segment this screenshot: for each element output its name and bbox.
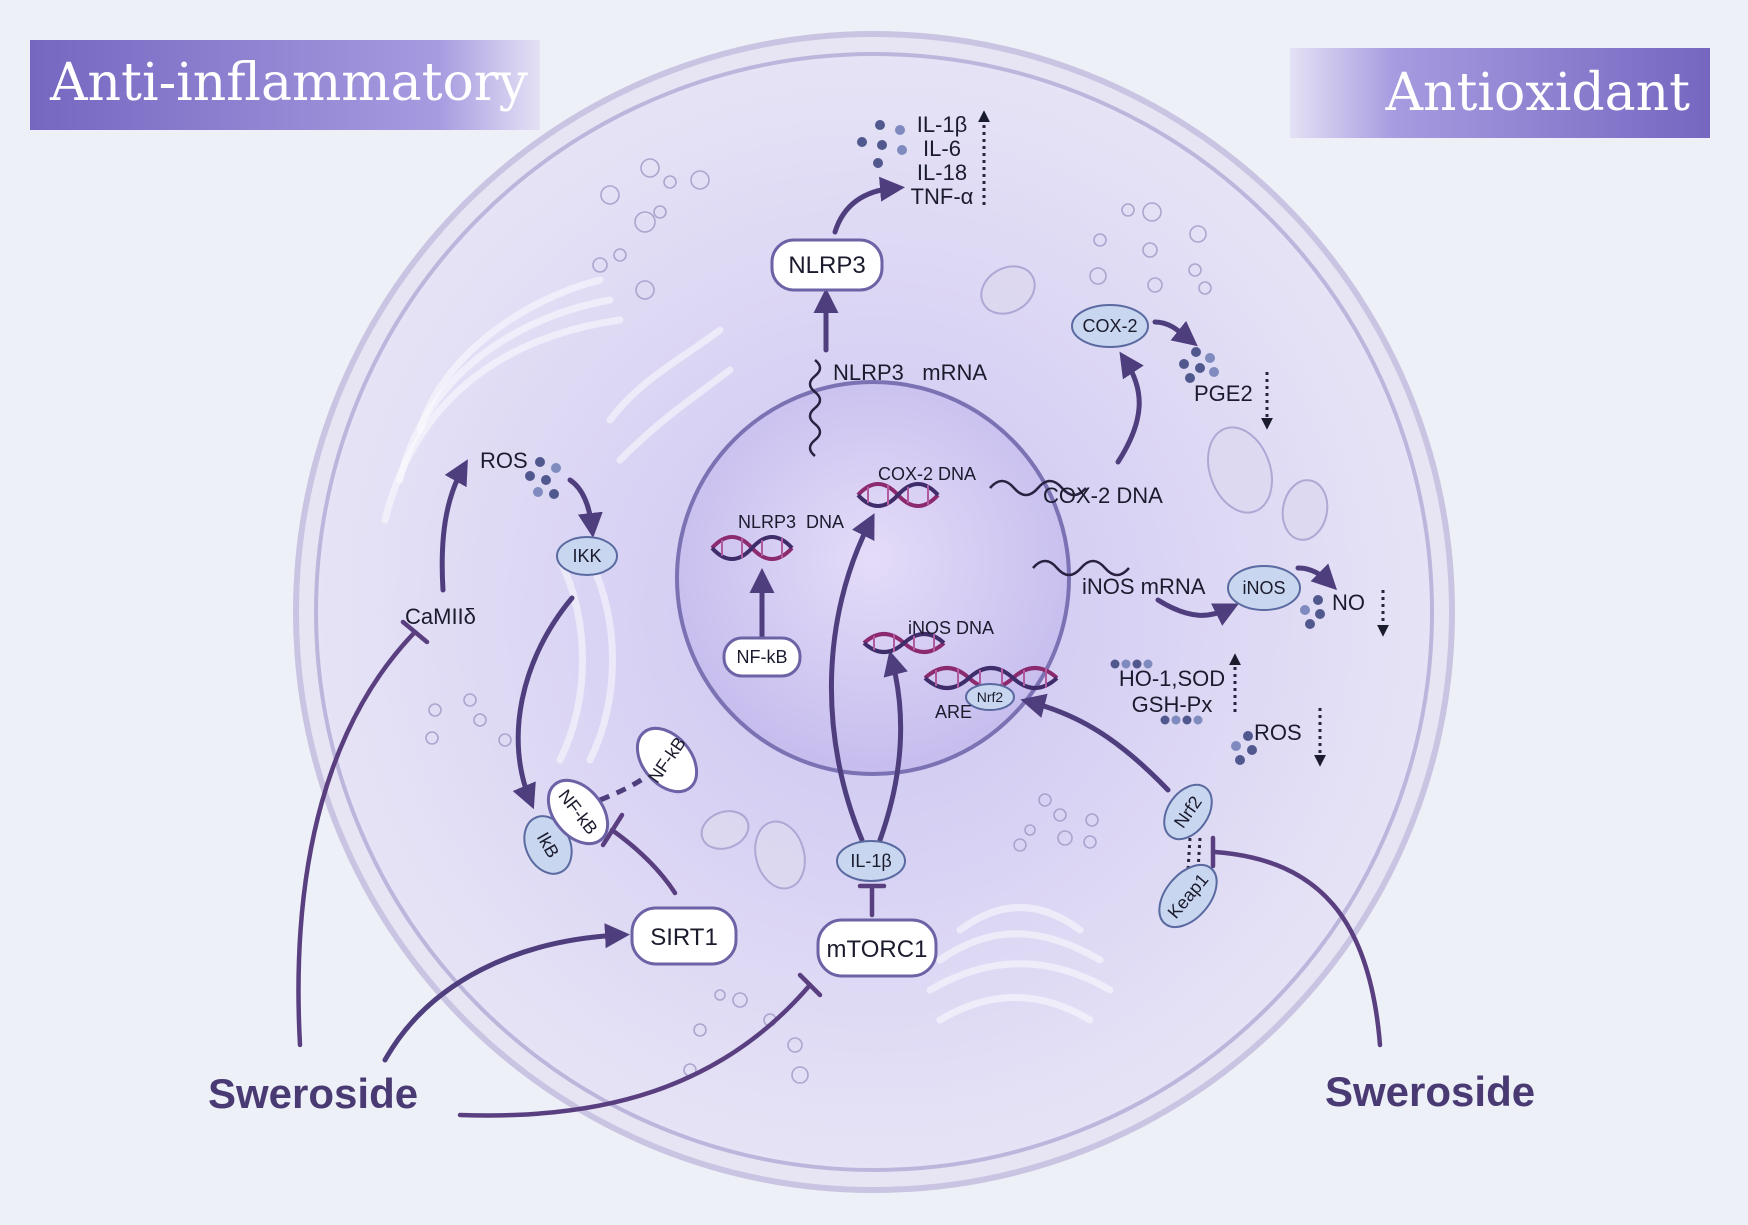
mtorc1-node: mTORC1 [816, 918, 938, 978]
arrow-ikk-to-nfkb [512, 595, 575, 810]
gsh-px-label: GSH-Px [1132, 692, 1213, 717]
inhibit-sweroside-camk [296, 629, 418, 1048]
antioxidant-title: Antioxidant [1384, 63, 1690, 123]
vesicles [425, 158, 1212, 1084]
nlrp3-mrna-strand [808, 359, 822, 457]
are-label: ARE [935, 702, 972, 722]
svg-text:Nrf2: Nrf2 [977, 689, 1004, 705]
no-label: NO [1332, 590, 1365, 615]
inhibit-sweroside-camk-bar [400, 619, 430, 645]
inhibit-sirt1-nfkb [609, 827, 678, 896]
ikk-pill: IKK [556, 536, 618, 576]
inhibit-sweroside-keap1 [1212, 849, 1383, 1048]
mtorc1-label: mTORC1 [827, 936, 928, 963]
anti-inflammatory-banner: Anti-inflammatory [30, 40, 540, 130]
nrf2-keap1-link-2 [1196, 837, 1202, 871]
cytokine-list: IL-1β IL-6 IL-18 TNF-α [911, 112, 974, 209]
sirt1-node: SIRT1 [630, 906, 738, 966]
cox2-pill: COX-2 [1071, 304, 1149, 348]
arrow-inosmrna-to-inos [1155, 597, 1239, 626]
nrf2-pill: Nrf2 [1163, 783, 1213, 841]
cox2-dna-label: COX-2 DNA [1043, 483, 1163, 508]
no-molecules [1300, 595, 1325, 629]
ros-label-right: ROS [1254, 720, 1302, 745]
ros-label-top: ROS [480, 448, 528, 473]
inos-mrna-label: iNOS mRNA [1082, 574, 1206, 599]
cox2-dna-nucleus-label: COX-2 DNA [878, 464, 976, 484]
ros-molecules-right [1231, 731, 1257, 765]
cox2-mrna-strand [989, 479, 1087, 497]
inhibit-sweroside-mtorc1 [457, 982, 813, 1118]
pge2-label: PGE2 [1194, 381, 1253, 406]
arrow-cox2-to-pge2 [1152, 319, 1198, 347]
svg-text:IL-1β: IL-1β [850, 851, 891, 871]
inhibit-sweroside-mtorc1-bar [797, 972, 823, 998]
arrow-sweroside-to-sirt1 [382, 923, 630, 1063]
ros-molecules-top [525, 457, 561, 499]
svg-text:IL-1β: IL-1β [917, 112, 968, 137]
nrf2-nucleus-pill: Nrf2 [965, 683, 1015, 711]
ikb-pill: IkB [523, 815, 573, 875]
arrow-nlrp3-to-cytokines [832, 176, 905, 235]
il1b-pill: IL-1β [836, 840, 906, 882]
arrow-ros-to-ikk [567, 477, 603, 538]
svg-text:IKK: IKK [572, 546, 601, 566]
svg-text:TNF-α: TNF-α [911, 184, 974, 209]
nfkb-nucleus-node: NF-kB [722, 636, 802, 678]
endoplasmic-reticulum [381, 276, 1114, 1024]
arrow-cox2dna-to-cox2 [1115, 351, 1144, 465]
keap1-pill: Keap1 [1158, 864, 1218, 928]
mitochondria [700, 265, 1329, 890]
arrow-nrf2-to-are [1020, 693, 1171, 793]
pge2-molecules [1179, 347, 1219, 383]
nrf2-keap1-link [1186, 837, 1192, 871]
nlrp3-mrna-label: NLRP3 mRNA [833, 360, 987, 385]
antioxidant-banner: Antioxidant [1290, 48, 1710, 138]
camk-label: CaMIIδ [405, 604, 476, 629]
cytokine-molecules [857, 120, 907, 168]
arrow-inos-to-no [1295, 563, 1338, 591]
arrow-il1b-to-inos-dna [877, 650, 908, 843]
nlrp3-label: NLRP3 [788, 252, 865, 279]
sweroside-right-label: Sweroside [1325, 1068, 1535, 1115]
anti-inflammatory-title: Anti-inflammatory [49, 53, 529, 113]
sweroside-left-label: Sweroside [208, 1070, 418, 1117]
arrow-il1b-to-cox2-dna [828, 513, 875, 843]
sirt1-label: SIRT1 [650, 924, 718, 951]
nucleus [675, 380, 1071, 776]
svg-text:iNOS: iNOS [1242, 578, 1285, 598]
cox2-dna-helix-nucleus [856, 482, 940, 508]
inos-dna-label: iNOS DNA [908, 618, 994, 638]
nlrp3-dna-label: NLRP3 DNA [738, 512, 844, 532]
nfkb-complex-pill: NF-kB [546, 778, 610, 846]
svg-text:IL-18: IL-18 [917, 160, 967, 185]
nlrp3-node: NLRP3 [770, 238, 884, 292]
nlrp3-dna-helix [710, 535, 794, 561]
arrow-camk-to-ros [439, 459, 468, 593]
svg-text:NF-kB: NF-kB [737, 647, 788, 667]
inos-mrna-strand [1032, 559, 1130, 577]
inos-pill: iNOS [1227, 565, 1301, 611]
ho1-sod-label: HO-1,SOD [1119, 666, 1225, 691]
svg-text:IL-6: IL-6 [923, 136, 961, 161]
inhibit-sirt1-nfkb-bar [600, 812, 625, 848]
nfkb-translocated-pill: NF-kB [635, 726, 699, 794]
svg-text:COX-2: COX-2 [1082, 316, 1137, 336]
inos-dna-helix [862, 632, 946, 654]
antioxidant-enzyme-molecules [1110, 659, 1203, 725]
